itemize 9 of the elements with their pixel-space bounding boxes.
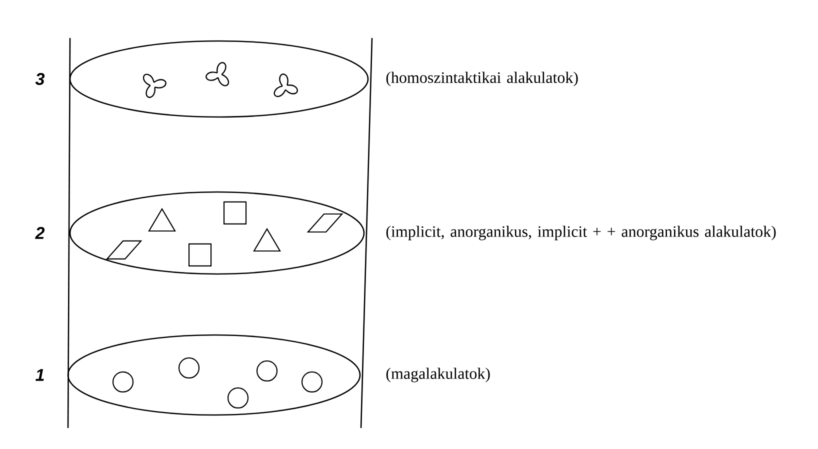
- layer-description: (homoszintaktikai alakulatok): [386, 72, 578, 86]
- layer-description: (magalakulatok): [386, 368, 490, 382]
- layer-ellipse: [67, 334, 361, 416]
- layer-number: 2: [35, 227, 45, 239]
- layer-description: (implicit, anorganikus, implicit + + anorganikus alakulatok): [386, 226, 776, 240]
- layer-number: 1: [36, 369, 44, 381]
- layer-ellipse: [69, 191, 365, 275]
- layer-ellipse: [69, 40, 369, 118]
- layer-number: 3: [35, 72, 45, 86]
